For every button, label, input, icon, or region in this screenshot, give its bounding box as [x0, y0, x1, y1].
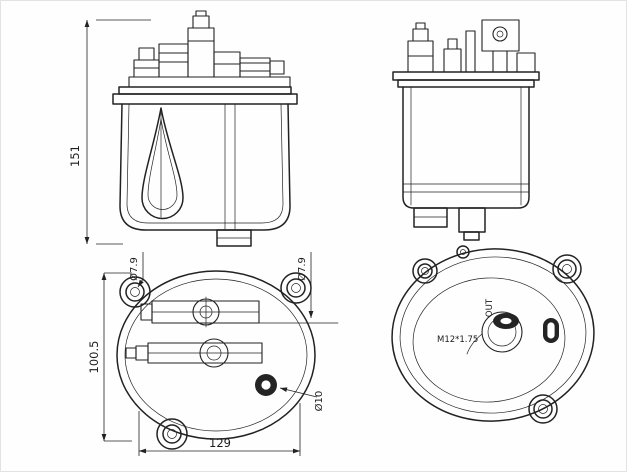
- dim-label-overall-height: 151: [68, 145, 82, 167]
- reservoir-body-front: [112, 86, 298, 247]
- view-side: [392, 19, 540, 241]
- canister-body-side: [392, 71, 540, 241]
- dimension-mount-hole-left: [137, 252, 144, 288]
- dimension-mount-span-vertical: [101, 272, 132, 442]
- view-plan: 100.5 Ø7.9 Ø7.9 Ø10 129: [87, 252, 339, 456]
- float-element: [141, 107, 184, 220]
- view-front: 151: [68, 10, 298, 247]
- dim-label-mount-span-horizontal: 129: [209, 436, 231, 450]
- view-bottom: OUT M12*1.75: [391, 245, 595, 424]
- flange-bottom: [391, 245, 595, 424]
- dim-label-drain-hole: Ø10: [313, 391, 325, 412]
- port-assembly: [466, 311, 559, 355]
- dim-label-mount-span-vertical: 100.5: [87, 341, 101, 374]
- port-out-label: OUT: [485, 298, 495, 317]
- dimension-drain-hole: [279, 387, 318, 398]
- dimension-mount-span-horizontal: [138, 403, 301, 456]
- pipes-plan: [125, 296, 339, 396]
- top-fittings-side: [407, 19, 536, 73]
- dim-label-mount-hole-right: Ø7.9: [296, 257, 308, 281]
- top-bolt: [456, 245, 470, 259]
- thread-spec-label: M12*1.75: [437, 335, 478, 345]
- top-fittings-front: [128, 10, 291, 88]
- flange-plan: [116, 270, 316, 450]
- dim-label-mount-hole-left: Ø7.9: [128, 257, 140, 281]
- dimension-overall-height: [84, 19, 151, 245]
